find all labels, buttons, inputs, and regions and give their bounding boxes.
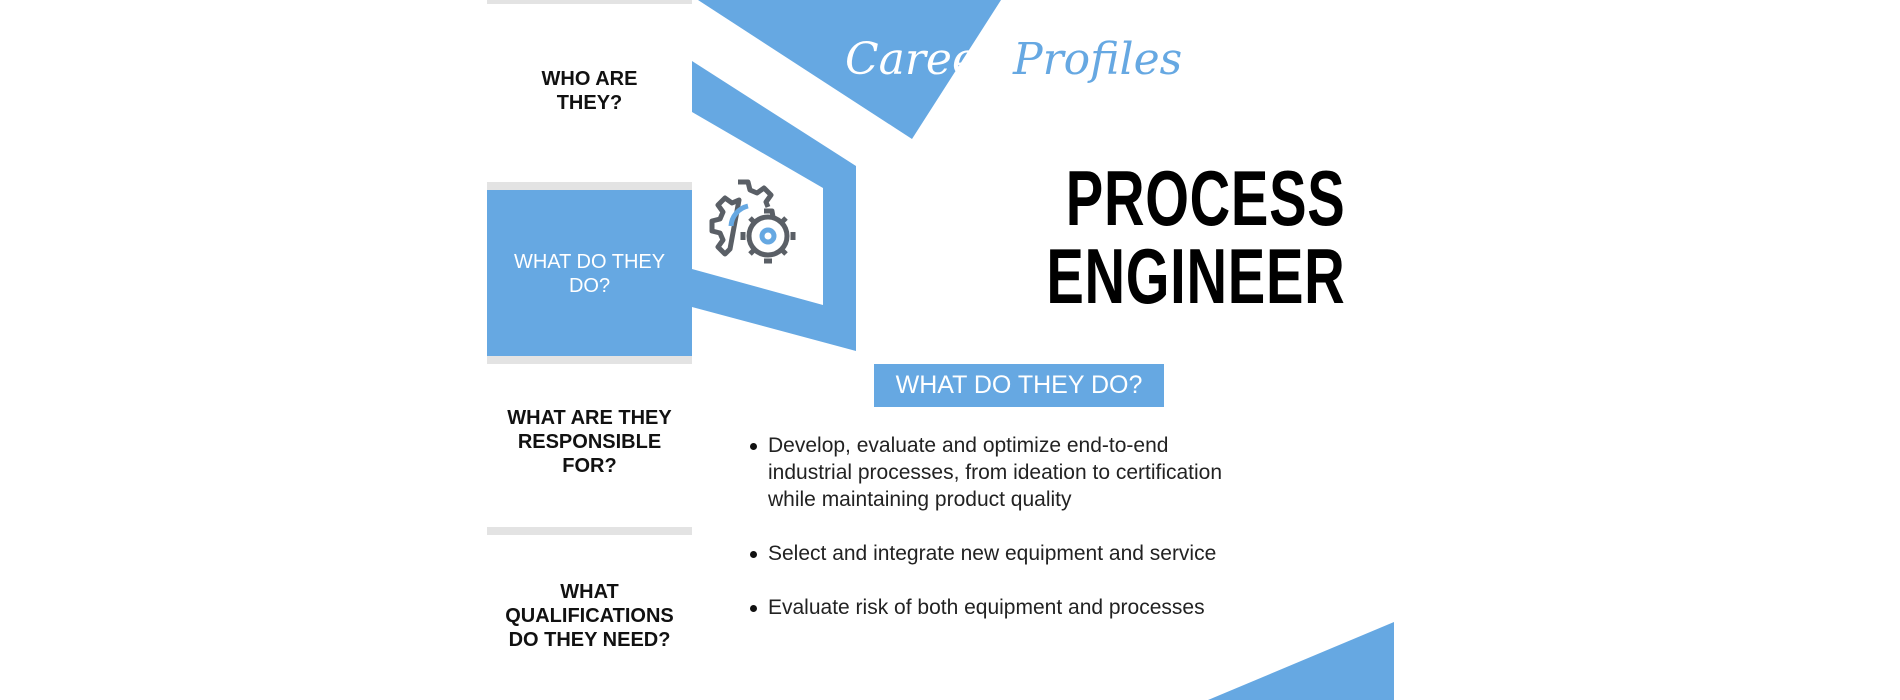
career-profiles-logo: Career Profiles (845, 34, 1183, 85)
nav-item-responsibilities[interactable]: WHAT ARE THEY RESPONSIBLE FOR? (487, 406, 692, 478)
divider (487, 356, 692, 364)
divider (487, 0, 692, 4)
nav-label: FOR? (562, 455, 617, 477)
nav-label: DO THEY NEED? (508, 629, 671, 651)
nav-label: WHAT DO THEY (513, 251, 666, 273)
list-item: Evaluate risk of both equipment and proc… (750, 594, 1350, 621)
nav-label: WHAT ARE THEY (507, 407, 672, 429)
bullet-text: Evaluate risk of both equipment and proc… (768, 596, 1205, 619)
active-nav-background (487, 190, 692, 356)
page-title-line1: PROCESS (1065, 154, 1345, 242)
divider (487, 182, 692, 190)
nav-label: RESPONSIBLE (517, 431, 662, 453)
section-heading: WHAT DO THEY DO? (874, 364, 1164, 407)
duties-list: Develop, evaluate and optimize end-to-en… (750, 432, 1350, 621)
bullet-text: Develop, evaluate and optimize end-to-en… (768, 434, 1169, 457)
bottom-right-triangle (1208, 622, 1394, 700)
chevron-band (692, 61, 856, 351)
bullet-icon (750, 605, 757, 612)
divider (487, 527, 692, 535)
list-item: Develop, evaluate and optimize end-to-en… (750, 432, 1350, 513)
list-item: Select and integrate new equipment and s… (750, 540, 1350, 567)
nav-label: THEY? (556, 92, 623, 114)
bullet-text: while maintaining product quality (768, 488, 1072, 511)
gears-icon (709, 179, 796, 264)
nav-label: QUALIFICATIONS (505, 605, 674, 627)
top-triangle (698, 0, 1001, 139)
nav-label: DO? (568, 275, 611, 297)
nav-label: WHAT (560, 581, 619, 603)
bullet-text: Select and integrate new equipment and s… (768, 542, 1217, 565)
nav-item-qualifications[interactable]: WHAT QUALIFICATIONS DO THEY NEED? (487, 580, 692, 652)
bullet-icon (750, 551, 757, 558)
page-title-line2: ENGINEER (1045, 232, 1345, 320)
bullet-icon (750, 443, 757, 450)
bullet-text: industrial processes, from ideation to c… (768, 461, 1223, 484)
nav-item-what-do-they-do[interactable]: WHAT DO THEY DO? (487, 250, 692, 298)
nav-label: WHO ARE (541, 68, 638, 90)
nav-item-who-are-they[interactable]: WHO ARE THEY? (487, 67, 692, 115)
